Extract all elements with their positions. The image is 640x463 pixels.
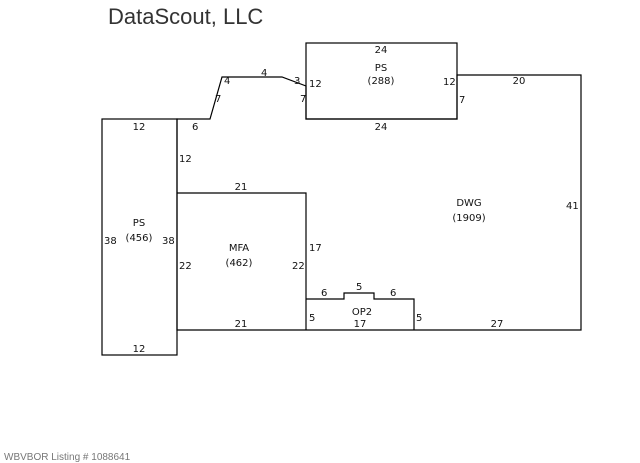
dim-dwg-left-6: 6	[192, 122, 198, 133]
dim-op2-6-right: 6	[390, 288, 396, 299]
dim-dwg-right: 41	[566, 201, 579, 212]
dim-op2-5-top: 5	[356, 282, 362, 293]
dim-mfa-right: 22	[292, 261, 305, 272]
dim-dwg-17: 17	[309, 243, 322, 254]
dim-roof-7a: 7	[215, 94, 221, 105]
listing-footer: WBVBOR Listing # 1088641	[4, 452, 131, 463]
dim-op2-6-left: 6	[321, 288, 327, 299]
ps-top-outline	[305, 42, 458, 120]
dim-ps-left-right: 38	[162, 236, 175, 247]
company-title: DataScout, LLC	[108, 4, 264, 29]
mfa-sqft: (462)	[226, 258, 253, 269]
dim-ps-left-bottom: 12	[133, 344, 146, 355]
dim-ps-top-bottom: 24	[375, 122, 388, 133]
dim-roof-4b: 4	[261, 68, 267, 79]
dim-dwg-bottom: 27	[491, 319, 504, 330]
op2-code: OP2	[352, 307, 372, 318]
dim-mfa-bottom: 21	[235, 319, 248, 330]
dim-ps-top-top: 24	[375, 45, 388, 56]
dim-step-7: 7	[459, 95, 465, 106]
dwg-sqft: (1909)	[452, 213, 485, 224]
dwg-code: DWG	[456, 198, 481, 209]
ps-left-code: PS	[133, 218, 145, 229]
dim-ps-left-top: 12	[133, 122, 146, 133]
ps-top-sqft: (288)	[368, 76, 395, 87]
op2-outline	[306, 292, 415, 330]
dim-op2-5-left: 5	[309, 313, 315, 324]
ps-top-code: PS	[375, 63, 387, 74]
dim-op2-5-right: 5	[416, 313, 422, 324]
dwg-outline	[176, 74, 582, 331]
dim-roof-4a: 4	[224, 76, 230, 87]
dim-ps-left-left: 38	[104, 236, 117, 247]
mfa-outline	[177, 192, 307, 330]
dim-ps-top-right: 12	[443, 77, 456, 88]
dim-mfa-left: 22	[179, 261, 192, 272]
dim-dwg-top: 20	[513, 76, 526, 87]
dim-dwg-left-12: 12	[179, 154, 192, 165]
dim-roof-7b: 7	[300, 94, 306, 105]
dim-mfa-top: 21	[235, 182, 248, 193]
dim-ps-top-left: 12	[309, 79, 322, 90]
ps-left-sqft: (456)	[126, 233, 153, 244]
op2-sqft: 17	[354, 319, 367, 330]
ps-left-outline	[101, 118, 178, 356]
dim-roof-3: 3	[294, 76, 300, 87]
mfa-code: MFA	[229, 243, 249, 254]
